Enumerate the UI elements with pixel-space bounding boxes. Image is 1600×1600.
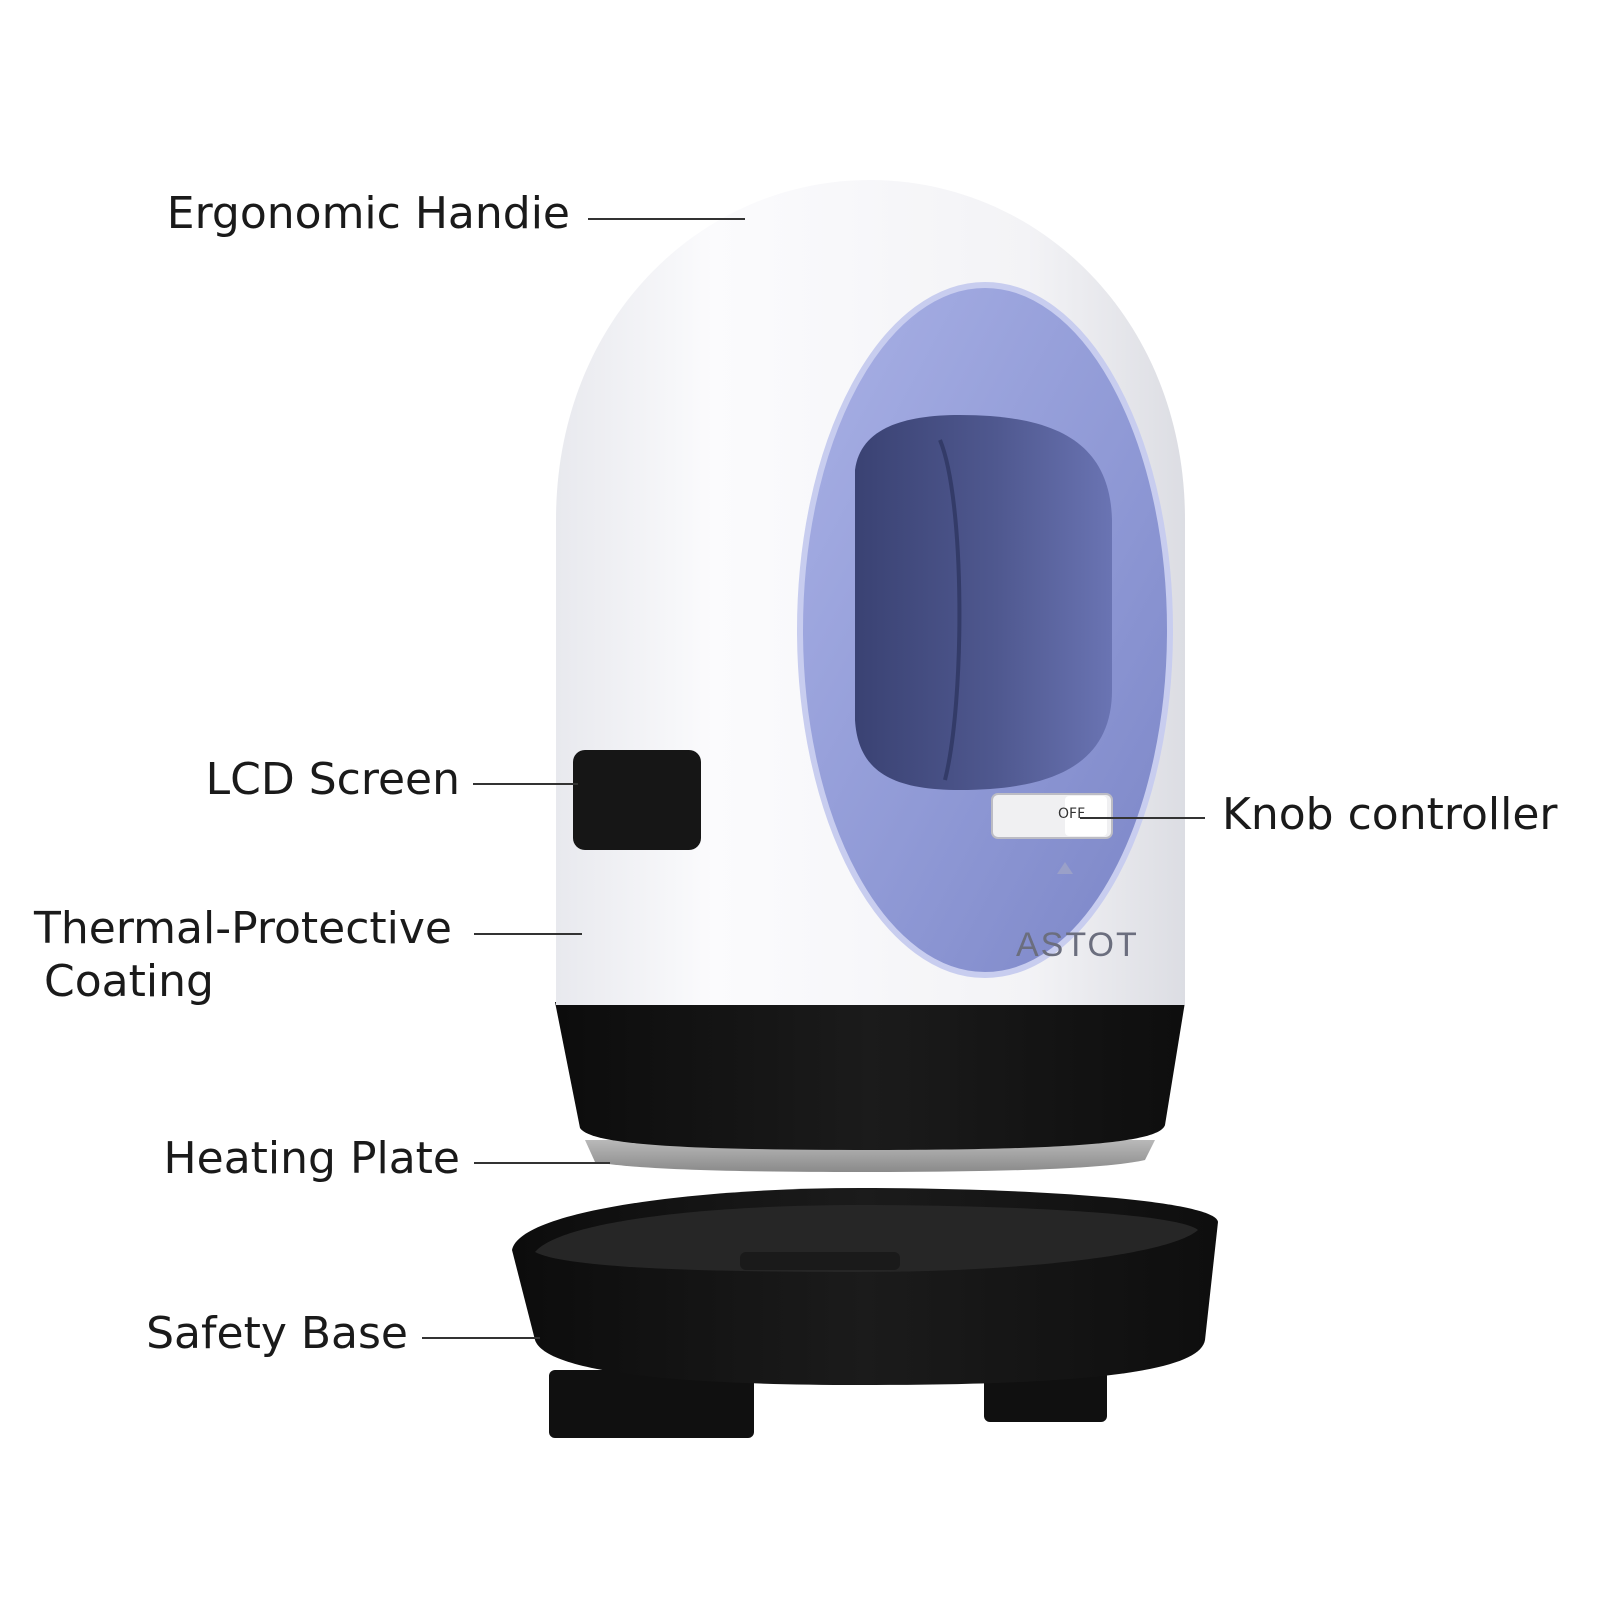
safety-base: [512, 1188, 1218, 1438]
label-safety-base: Safety Base: [146, 1308, 408, 1359]
lower-housing: [555, 1002, 1185, 1150]
base-foot-right: [984, 1370, 1107, 1422]
lcd-screen: [573, 750, 701, 850]
label-heating-plate: Heating Plate: [163, 1133, 460, 1184]
base-foot-left: [549, 1370, 754, 1438]
base-tray-inner: [535, 1205, 1198, 1272]
label-ergonomic-handle: Ergonomic Handie: [166, 188, 570, 239]
label-knob-controller: Knob controller: [1222, 789, 1558, 840]
knob-text: OFF: [1058, 806, 1086, 822]
label-thermal-coating: Thermal-Protective Coating: [34, 903, 464, 1009]
handle-cavity: [855, 415, 1112, 790]
brand-logo: ASTOT: [1016, 926, 1139, 964]
knob-controller: [991, 793, 1113, 874]
handle-ring-edge: [797, 282, 1173, 978]
label-thermal-coating-line2: Coating: [44, 955, 214, 1007]
knob-cap: [1065, 796, 1107, 836]
cavity-inner-edge: [938, 439, 962, 781]
label-thermal-coating-line1: Thermal-Protective: [34, 903, 452, 954]
base-rest-slot: [740, 1252, 900, 1270]
label-lcd-screen: LCD Screen: [205, 754, 460, 805]
knob-pointer-icon: [1057, 862, 1073, 874]
